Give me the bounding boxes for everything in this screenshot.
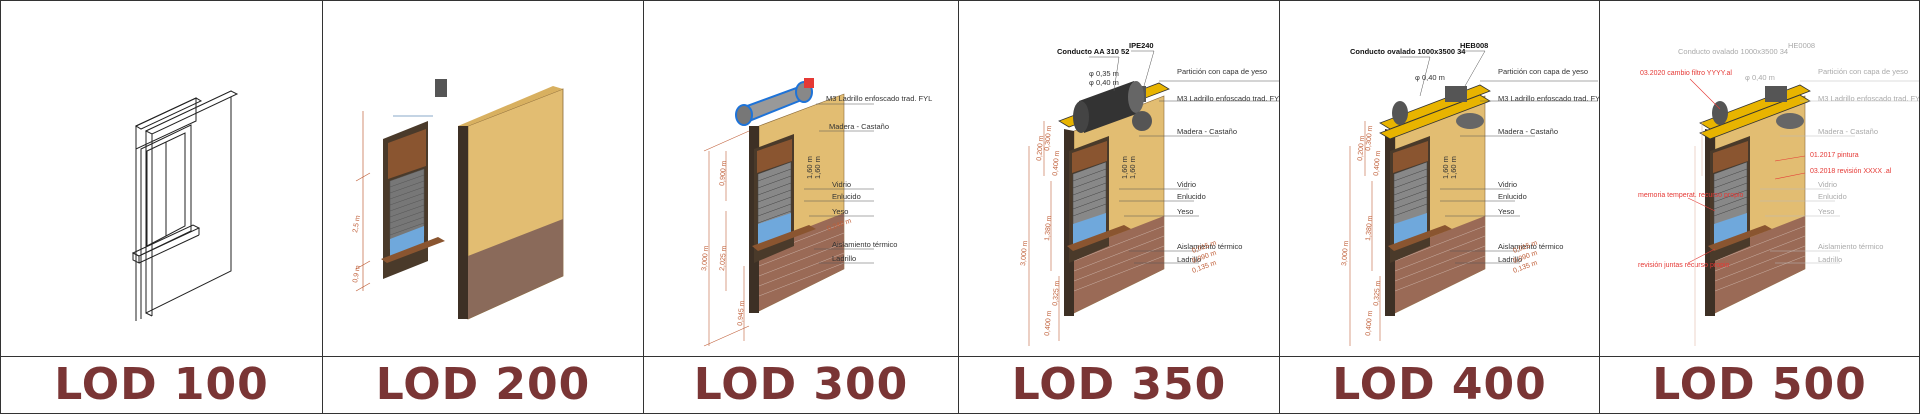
panel-lod500-image: Conducto ovalado 1000x3500 34 HE0008 φ 0… [1600,1,1919,357]
lod350-dim-d2: 1,60 m [1128,156,1137,179]
panel-lod300-image: M3 Ladrillo enfoscado trad. FYL Madera -… [644,1,958,357]
lod300-dim-upper: 0,900 m [719,160,728,186]
lod350-dim-total: 3,000 m [1020,240,1029,266]
lod200-dim-lower: 0,9 m [352,265,362,284]
lod350-ann-brick: Ladrillo [1177,255,1201,264]
lod350-model: Conducto AA 310 52 IPE240 φ 0,35 m φ 0,4… [1020,41,1279,346]
panel-lod100: LOD 100 [0,0,322,414]
lod300-ann-wood: Madera - Castaño [829,122,889,131]
panel-lod400: Conducto ovalado 1000x3500 34 HEB008 φ 0… [1279,0,1599,414]
lod300-dim-d2: 1,60 m [813,156,822,179]
panel-lod200-image: 2,5 m 0,9 m [323,1,643,357]
lod350-dim-phi2: φ 0,40 m [1089,78,1119,87]
panel-lod100-label: LOD 100 [54,359,269,410]
lod350-dim-upper3: 0,400 m [1052,150,1061,176]
lod300-ann-wall: M3 Ladrillo enfoscado trad. FYL [826,94,932,103]
lod400-ann-duct: Conducto ovalado 1000x3500 34 [1350,47,1466,56]
lod500-ann-partition: Partición con capa de yeso [1818,67,1908,76]
lod350-dim-low2: 0,325 m [1052,280,1061,306]
lod300-dim-mid: 2,025 m [719,245,728,271]
lod300-dim-d1: 1,60 m [805,156,814,179]
panel-lod300-label: LOD 300 [693,359,909,410]
lod400-dim-total: 3,000 m [1341,240,1350,266]
lod300-ann-render: Enlucido [832,192,861,201]
lod350-ann-render: Enlucido [1177,192,1206,201]
panel-lod350-label: LOD 350 [1011,359,1227,410]
lod350-dim-mid: 1,380 m [1044,215,1053,241]
lod300-ann-plaster: Yeso [832,207,848,216]
panel-lod200: 2,5 m 0,9 m LOD 200 [322,0,643,414]
lod400-dim-upper2: 0,300 m [1365,125,1374,151]
lod350-dim-phi1: φ 0,35 m [1089,69,1119,78]
lod300-model: M3 Ladrillo enfoscado trad. FYL Madera -… [701,78,932,347]
lod500-note-3: 03.2018 revisión XXXX .al [1810,168,1892,175]
panel-lod350: Conducto AA 310 52 IPE240 φ 0,35 m φ 0,4… [958,0,1279,414]
lod350-ann-wood: Madera - Castaño [1177,127,1237,136]
panel-lod100-image [1,1,322,357]
lod350-ann-partition: Partición con capa de yeso [1177,67,1267,76]
lod500-ann-insulation: Aislamiento térmico [1818,242,1883,251]
lod350-ann-beam: IPE240 [1129,41,1154,50]
lod400-dim-upper1: 0,200 m [1357,135,1366,161]
panel-lod300: M3 Ladrillo enfoscado trad. FYL Madera -… [643,0,958,414]
lod400-ann-render: Enlucido [1498,192,1527,201]
lod300-dim-lower: 0,945 m [737,300,746,326]
lod400-dim-low2: 0,325 m [1373,280,1382,306]
lod500-note-5: revisión juntas recurso propio [1638,262,1730,269]
lod300-dim-total: 3,000 m [701,245,710,271]
lod400-ann-wood: Madera - Castaño [1498,127,1558,136]
lod500-ann-plaster: Yeso [1818,207,1834,216]
lod200-dim-upper: 2,5 m [352,215,362,234]
lod400-dim-mid: 1,380 m [1365,215,1374,241]
lod400-dim-low1: 0,400 m [1365,310,1374,336]
lod350-ann-insulation: Aislamiento térmico [1177,242,1242,251]
lod500-ann-wood: Madera - Castaño [1818,127,1878,136]
lod300-ann-glass: Vidrio [832,180,851,189]
lod500-ann-wall: M3 Ladrillo enfoscado trad. FYL [1818,94,1919,103]
lod500-model: Conducto ovalado 1000x3500 34 HE0008 φ 0… [1638,41,1919,346]
lod400-ann-wall: M3 Ladrillo enfoscado trad. FYL [1498,94,1599,103]
lod100-wireframe [131,90,239,321]
panel-lod500-label: LOD 500 [1652,359,1867,410]
panel-lod500: Conducto ovalado 1000x3500 34 HE0008 φ 0… [1599,0,1920,414]
lod400-ann-beam: HEB008 [1460,41,1488,50]
lod500-ann-beam: HE0008 [1788,41,1815,50]
lod350-dim-upper2: 0,300 m [1044,125,1053,151]
lod400-dim-d2: 1,60 m [1449,156,1458,179]
panel-lod200-label: LOD 200 [375,359,591,410]
lod400-dim-upper3: 0,400 m [1373,150,1382,176]
lod400-dim-d1: 1,60 m [1441,156,1450,179]
lod500-ann-glass: Vidrio [1818,180,1837,189]
lod350-dim-upper1: 0,200 m [1036,135,1045,161]
lod350-dim-d1: 1,60 m [1120,156,1129,179]
lod500-note-1: 03.2020 cambio filtro YYYY.al [1640,70,1732,77]
lod500-dim-phi: φ 0,40 m [1745,73,1775,82]
lod200-model: 2,5 m 0,9 m [352,79,564,320]
lod400-ann-brick: Ladrillo [1498,255,1522,264]
panel-lod400-image: Conducto ovalado 1000x3500 34 HEB008 φ 0… [1280,1,1599,357]
lod350-ann-plaster: Yeso [1177,207,1193,216]
lod500-ann-render: Enlucido [1818,192,1847,201]
panel-lod400-label: LOD 400 [1332,359,1547,410]
lod500-note-2: 01.2017 pintura [1810,152,1859,159]
lod350-ann-duct: Conducto AA 310 52 [1057,47,1129,56]
lod500-note-4: memoria temperat. recurso propio [1638,192,1744,199]
lod400-model: Conducto ovalado 1000x3500 34 HEB008 φ 0… [1341,41,1599,346]
lod400-ann-glass: Vidrio [1498,180,1517,189]
lod350-ann-glass: Vidrio [1177,180,1196,189]
lod300-ann-brick: Ladrillo [832,254,856,263]
lod350-ann-wall: M3 Ladrillo enfoscado trad. FYL [1177,94,1279,103]
panel-lod350-image: Conducto AA 310 52 IPE240 φ 0,35 m φ 0,4… [959,1,1279,357]
lod500-ann-duct: Conducto ovalado 1000x3500 34 [1678,47,1788,56]
lod500-ann-brick: Ladrillo [1818,255,1842,264]
lod300-ann-insulation: Aislamiento térmico [832,240,897,249]
lod400-ann-insulation: Aislamiento térmico [1498,242,1563,251]
lod350-dim-low1: 0,400 m [1044,310,1053,336]
lod400-dim-phi: φ 0,40 m [1415,73,1445,82]
lod400-ann-partition: Partición con capa de yeso [1498,67,1588,76]
lod400-ann-plaster: Yeso [1498,207,1514,216]
